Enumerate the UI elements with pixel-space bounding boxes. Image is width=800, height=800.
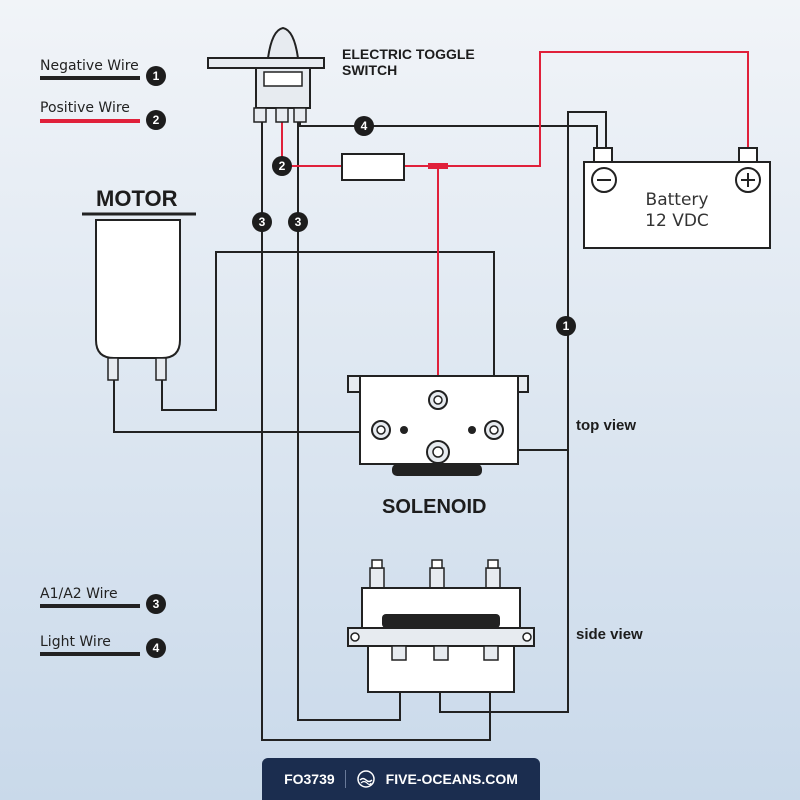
battery xyxy=(583,147,771,249)
wire-badge-positive: 2 xyxy=(272,156,292,176)
legend-badge-a1a2: 3 xyxy=(146,594,166,614)
wire-badge-negative: 1 xyxy=(556,316,576,336)
five-oceans-logo-icon xyxy=(356,770,375,788)
wire-badge-light: 4 xyxy=(354,116,374,136)
legend-line-light xyxy=(40,652,140,656)
switch-title: ELECTRIC TOGGLE SWITCH xyxy=(342,46,475,78)
brand-name[interactable]: FIVE-OCEANS.COM xyxy=(385,771,518,787)
legend-label-negative: Negative Wire xyxy=(40,58,139,74)
wire-badge-a1: 3 xyxy=(252,212,272,232)
dark-wires xyxy=(113,111,607,741)
motor-wire-right xyxy=(161,251,495,428)
battery-positive-icon xyxy=(735,167,761,193)
motor-title: MOTOR xyxy=(96,186,178,211)
solenoid-side-view xyxy=(347,559,535,693)
legend-badge-negative: 1 xyxy=(146,66,166,86)
motor-wire-left xyxy=(113,380,380,433)
light-wire xyxy=(299,118,598,148)
solenoid-title: SOLENOID xyxy=(382,496,487,518)
battery-label-line2: 12 VDC xyxy=(645,211,709,231)
legend-line-negative xyxy=(40,76,140,80)
battery-negative-icon xyxy=(591,167,617,193)
switch-title-line2: SWITCH xyxy=(342,62,398,78)
footer-bar: FO3739 FIVE-OCEANS.COM xyxy=(262,758,540,800)
footer-separator xyxy=(344,770,346,788)
battery-label-line1: Battery xyxy=(645,190,709,210)
negative-wire xyxy=(439,111,607,713)
motor xyxy=(82,212,196,381)
legend-badge-positive: 2 xyxy=(146,110,166,130)
legend-label-light: Light Wire xyxy=(40,634,111,650)
top-view-label: top view xyxy=(576,417,637,434)
solenoid-top-view xyxy=(347,375,529,476)
legend-line-positive xyxy=(40,119,140,123)
switch-title-line1: ELECTRIC TOGGLE xyxy=(342,46,475,62)
fuse xyxy=(341,153,405,181)
battery-label: Battery 12 VDC xyxy=(617,190,737,232)
product-code: FO3739 xyxy=(284,771,335,787)
legend-line-a1a2 xyxy=(40,604,140,608)
side-view-label: side view xyxy=(576,626,643,643)
legend-badge-light: 4 xyxy=(146,638,166,658)
toggle-switch xyxy=(207,26,325,123)
positive-wire-battery xyxy=(404,51,749,167)
a1-wire xyxy=(261,118,491,741)
fuse-holder-tip xyxy=(428,163,448,169)
legend-label-a1a2: A1/A2 Wire xyxy=(40,586,118,602)
legend-label-positive: Positive Wire xyxy=(40,100,130,116)
wire-badge-a2: 3 xyxy=(288,212,308,232)
